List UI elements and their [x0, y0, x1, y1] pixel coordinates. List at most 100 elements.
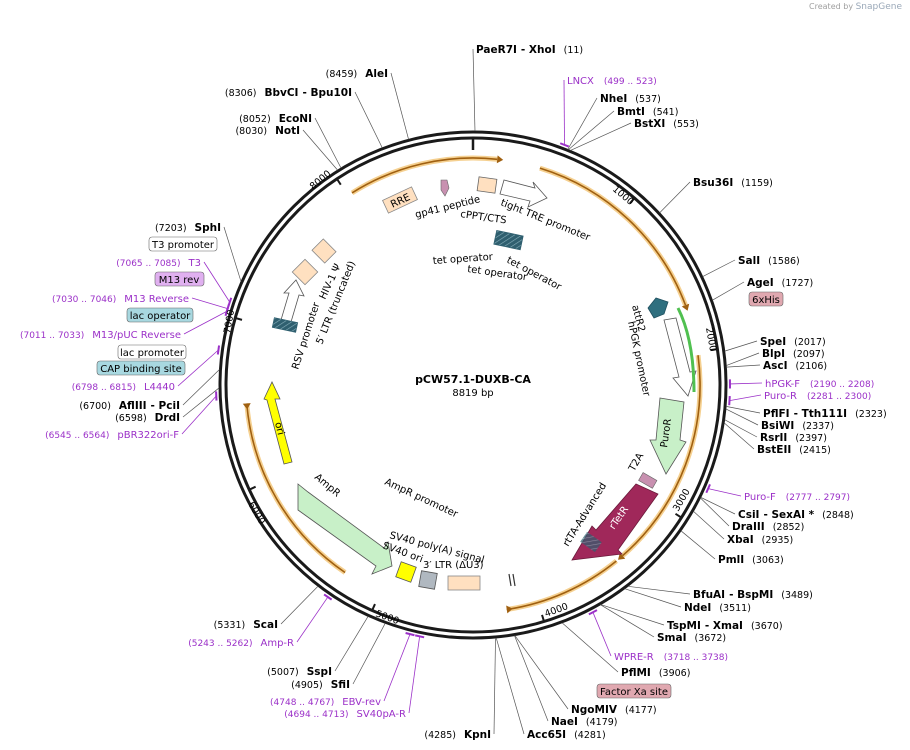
- site-leader: [600, 604, 665, 626]
- primer-leader: [729, 382, 763, 385]
- site-leader: [570, 122, 632, 151]
- site-leader: [680, 530, 716, 560]
- t2a-box: [638, 472, 658, 489]
- restriction-site-label: AscI(2106): [763, 360, 827, 372]
- tick-label: 7000: [222, 309, 237, 335]
- restriction-site-label: NdeI(3511): [684, 602, 751, 614]
- ltr5-box: [291, 258, 319, 286]
- plasmid-name: pCW57.1-DUXB-CA: [415, 373, 531, 386]
- restriction-site-label: TspMI- XmaI(3670): [667, 620, 783, 632]
- site-leader: [352, 623, 386, 685]
- restriction-site-label: BstXI(553): [634, 118, 699, 130]
- puror-arrow: [649, 397, 687, 475]
- primer-label: (7065 .. 7085)T3: [116, 258, 201, 269]
- site-leader: [493, 637, 496, 735]
- primer-label: LNCX(499 .. 523): [567, 76, 657, 87]
- primer-leader: [296, 596, 329, 643]
- site-leader: [724, 340, 758, 352]
- svg-text:Factor Xa site: Factor Xa site: [600, 687, 668, 698]
- tick-mark: [336, 178, 342, 186]
- restriction-site-label: (8306)BbvCI- Bpu10I: [225, 87, 352, 99]
- tick-mark: [541, 614, 546, 622]
- ltr3-label: 3′ LTR (ΔU3): [423, 560, 484, 571]
- site-leader: [514, 635, 549, 722]
- primer-mark: [227, 297, 233, 307]
- restriction-site-label: PflFI- Tth111I(2323): [763, 408, 887, 420]
- restriction-site-label: SalI(1586): [738, 255, 800, 267]
- rtta-hatch: [580, 531, 602, 553]
- ltr3-box: [447, 575, 481, 591]
- primer-mark: [559, 142, 570, 148]
- svg-text:lac promoter: lac promoter: [120, 348, 185, 359]
- primer-leader: [729, 394, 762, 401]
- orf-arrowhead: [681, 303, 690, 311]
- site-leader: [726, 364, 761, 368]
- site-leader: [627, 585, 691, 595]
- primer-label: Puro-R(2281 .. 2300): [764, 391, 871, 402]
- site-leader: [725, 408, 759, 426]
- restriction-site-label: PflMI(3906): [621, 667, 690, 679]
- primer-mark: [728, 395, 731, 406]
- site-leader: [314, 117, 342, 169]
- ampr-promoter-label: AmpR promoter: [383, 477, 460, 521]
- tick-mark: [371, 603, 376, 611]
- site-leader: [561, 622, 619, 673]
- tick-label: 2000: [703, 327, 718, 353]
- primer-label: WPRE-R(3718 .. 3738): [614, 652, 728, 663]
- restriction-site-label: AgeI(1727): [747, 277, 813, 289]
- gp41-marker: [440, 179, 450, 197]
- site-leader: [659, 181, 691, 214]
- restriction-site-label: XbaI(2935): [727, 534, 793, 546]
- primer-leader: [383, 634, 411, 702]
- tick-mark: [674, 512, 682, 519]
- orf-arc: [506, 560, 617, 611]
- primer-leader: [592, 612, 612, 657]
- primer-label: (4748 .. 4767)EBV-rev: [270, 697, 381, 708]
- restriction-site-label: NaeI(4179): [551, 716, 618, 728]
- tet-operator-1: tet operator: [432, 252, 494, 267]
- restriction-site-label: (4905)SfiI: [291, 679, 350, 691]
- site-leader: [724, 419, 758, 438]
- restriction-site-label: (5331)ScaI: [214, 619, 278, 631]
- site-leader: [182, 387, 220, 418]
- restriction-site-label: BmtI(541): [617, 106, 678, 118]
- primer-mark: [414, 634, 425, 639]
- ltr5-hatch: [271, 317, 299, 333]
- restriction-site-label: BstEII(2415): [757, 444, 831, 456]
- primer-leader: [183, 311, 227, 335]
- rre-feature: RRE: [382, 186, 418, 214]
- tick-label: 6000: [245, 500, 267, 526]
- primer-mark: [588, 609, 598, 616]
- attr2-marker: [647, 297, 669, 319]
- primer-label: Puro-F(2777 .. 2797): [744, 492, 850, 503]
- site-layer: PaeR7I- XhoI(11)NheI(537)BmtI(541)BstXI(…: [20, 44, 887, 741]
- six-his-badge: 6xHis: [748, 291, 784, 307]
- primer-label: (6545 .. 6564)pBR322ori-F: [45, 430, 179, 441]
- site-leader: [568, 110, 615, 150]
- restriction-site-label: CsiI- SexAI *(2848): [738, 509, 854, 521]
- orf-arrowhead: [496, 155, 504, 164]
- sv40-ori-box: [395, 561, 417, 583]
- primer-leader: [708, 488, 742, 497]
- ori-label: ori: [272, 421, 286, 436]
- tick-mark: [248, 485, 257, 491]
- restriction-site-label: BfuAI- BspMI(3489): [693, 589, 813, 601]
- hpgk-promoter-label: hPGK promoter: [625, 320, 652, 398]
- restriction-site-label: SpeI(2017): [760, 336, 826, 348]
- orf-arrowhead: [506, 605, 513, 614]
- restriction-site-label: (5007)SspI: [267, 666, 332, 678]
- backbone-outer: [218, 130, 728, 640]
- restriction-site-label: (8052)EcoNI: [239, 113, 312, 125]
- primer-label: (4694 .. 4713)SV40pA-R: [284, 709, 406, 720]
- svg-text:CAP binding site: CAP binding site: [100, 364, 182, 375]
- restriction-site-label: (8030)NotI: [235, 125, 300, 137]
- restriction-site-label: DraIII(2852): [732, 521, 804, 533]
- restriction-site-label: PaeR7I- XhoI(11): [476, 44, 583, 56]
- tick-mark: [710, 348, 718, 352]
- primer-leader: [408, 636, 421, 714]
- primer-label: hPGK-F(2190 .. 2208): [765, 379, 874, 390]
- primer-mark: [405, 632, 415, 637]
- restriction-site-label: BlpI(2097): [762, 348, 825, 360]
- primer-mark: [705, 483, 711, 494]
